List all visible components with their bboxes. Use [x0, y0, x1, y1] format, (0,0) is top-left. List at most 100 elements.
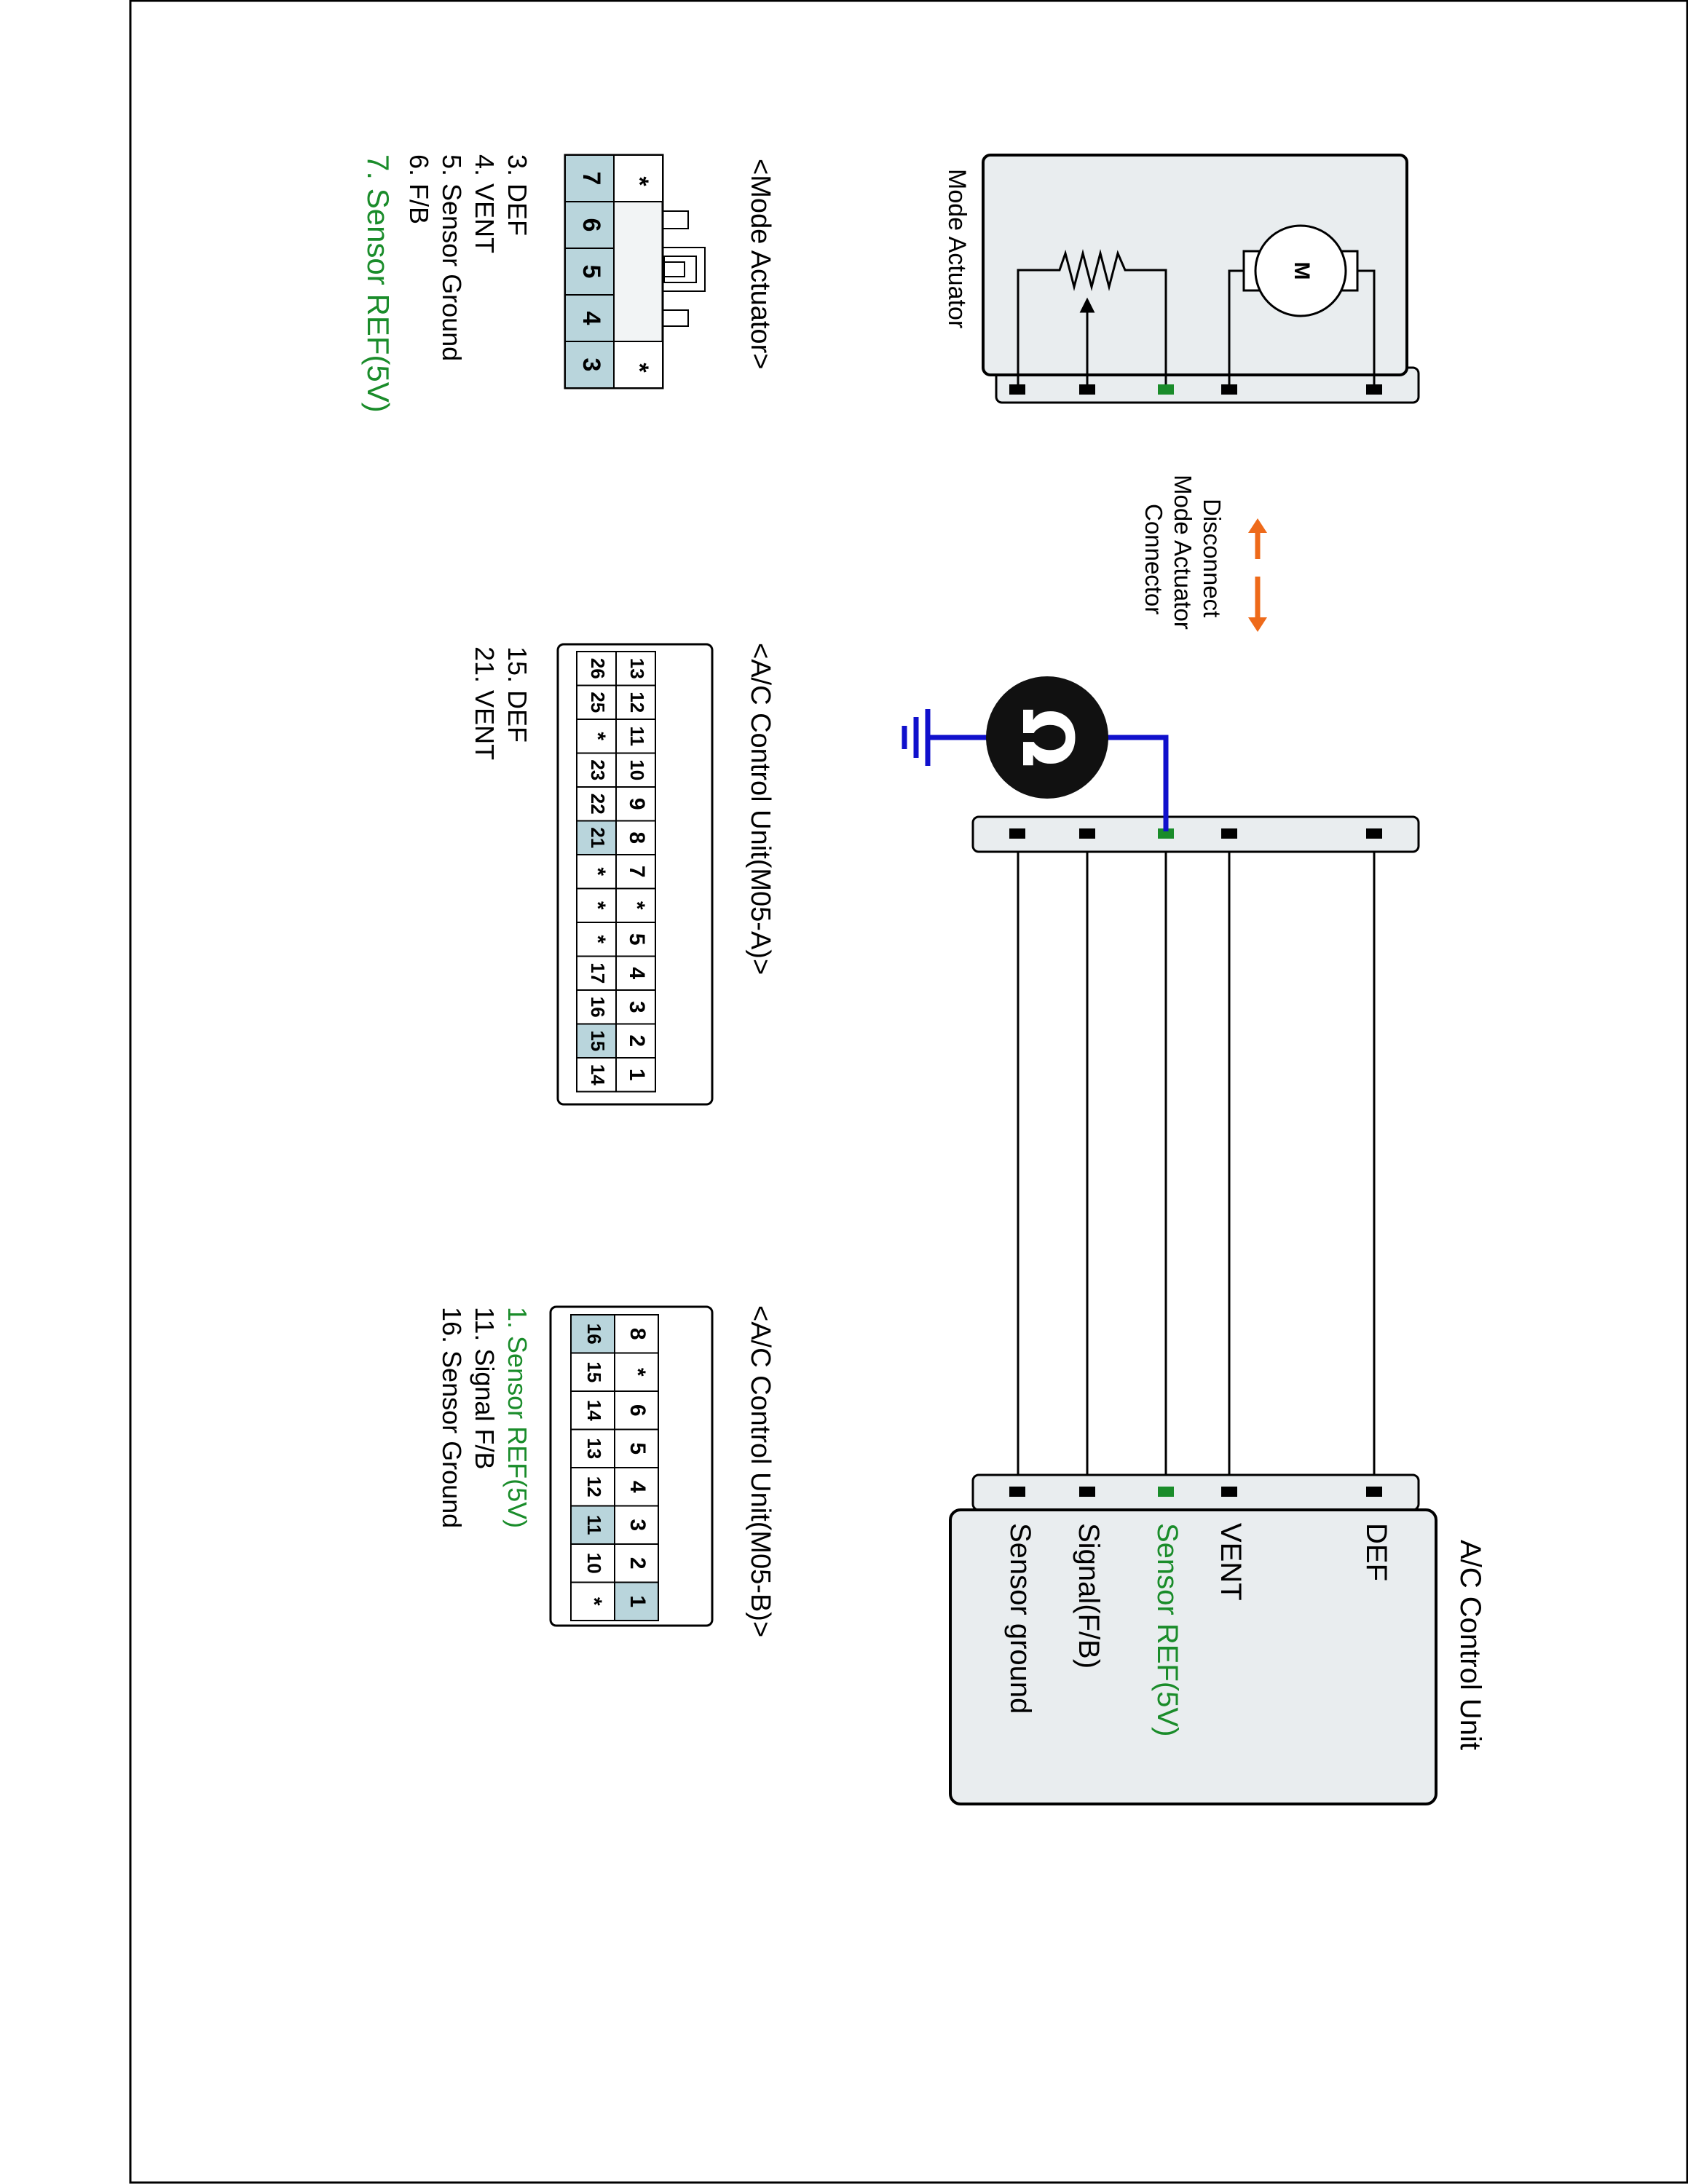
m05b-cell	[614, 1543, 659, 1583]
m05b-pin-label: 5	[626, 1442, 650, 1455]
m05b-legend-2: 11. Signal F/B	[470, 1307, 500, 1469]
mode-actuator-pin-7: 7	[577, 172, 605, 186]
mode-actuator-pin-cells	[564, 154, 663, 389]
ohm-meter-symbol: Ω	[1006, 708, 1088, 767]
motor-icon: M	[1228, 224, 1376, 384]
m05b-pin-label: 2	[626, 1557, 650, 1570]
m05a-cell	[576, 719, 617, 754]
ac-control-unit: A/C Control Unit DEF VENT Sensor REF(5V)…	[949, 1473, 1486, 1805]
m05a-pin-label: 2	[625, 1034, 649, 1047]
harness-wires	[1017, 834, 1376, 1492]
mode-actuator-legend-1: 3. DEF	[502, 154, 532, 236]
m05a-pin-label: 23	[587, 759, 609, 780]
m05a-pin-label: 4	[625, 967, 649, 979]
m05a-cell	[615, 854, 656, 890]
mode-actuator-pins	[1009, 384, 1382, 395]
m05a-pin-label: *	[625, 901, 649, 910]
disconnect-note-line-2: Mode Actuator	[1170, 475, 1196, 630]
m05b-pin-label: *	[582, 1597, 606, 1606]
mode-actuator-star-top: *	[626, 176, 653, 186]
m05b-cell	[614, 1581, 659, 1621]
m05a-legend-1: 15. DEF	[502, 646, 532, 743]
ground-icon	[902, 709, 931, 766]
m05a-connector-view: <A/C Control Unit(M05-A)> 13121110987*54…	[556, 643, 776, 1106]
m05a-pin-label: 16	[587, 997, 609, 1018]
m05b-cell	[570, 1352, 615, 1392]
m05a-pin-label: 13	[626, 658, 648, 679]
mode-actuator-body	[982, 154, 1408, 376]
m05a-pin-label: 10	[626, 759, 648, 780]
m05b-pin-label: 14	[583, 1400, 605, 1421]
m05a-pin-label: *	[585, 935, 610, 943]
m05a-cell	[615, 955, 656, 991]
m05a-pin-label: 22	[587, 794, 609, 815]
m05a-title: <A/C Control Unit(M05-A)>	[745, 643, 776, 975]
m05b-pin-label: 15	[583, 1361, 605, 1382]
mode-actuator-pin-6: 6	[577, 218, 605, 232]
m05b-cell	[614, 1505, 659, 1545]
m05b-pin-label: 16	[583, 1324, 605, 1345]
m05a-cell	[576, 651, 617, 687]
m05b-pin-label: *	[626, 1368, 650, 1377]
m05b-legend-3: 16. Sensor Ground	[437, 1307, 467, 1528]
acu-body	[949, 1508, 1437, 1805]
disconnect-note-line-1: Disconnect	[1199, 499, 1226, 617]
page-frame	[129, 0, 1688, 2184]
mode-actuator-connector-latch	[663, 210, 706, 327]
m05b-connector-view: <A/C Control Unit(M05-B)> 8*654321161514…	[549, 1305, 776, 1637]
mode-actuator-pin-5: 5	[577, 265, 605, 279]
m05b-pin-label: 3	[626, 1519, 650, 1531]
m05b-pin-label: 12	[583, 1476, 605, 1497]
m05a-cell	[615, 1057, 656, 1093]
acu-signal-fb: Signal(F/B)	[1073, 1523, 1105, 1669]
m05b-cell	[570, 1543, 615, 1583]
mode-actuator-connector-view: <Mode Actuator> 7 6 5 4 3 * *	[361, 154, 776, 413]
acu-signal-sensor-ref: Sensor REF(5V)	[1151, 1523, 1183, 1736]
m05a-cell	[576, 752, 617, 788]
m05b-pin-label: 11	[583, 1515, 605, 1535]
acu-title: A/C Control Unit	[1454, 1540, 1486, 1750]
mode-actuator-legend-2: 4. VENT	[470, 154, 500, 253]
m05b-cell	[570, 1390, 615, 1431]
disconnect-note: Disconnect Mode Actuator Connector	[1140, 475, 1226, 630]
m05a-pin-label: *	[585, 732, 610, 740]
mode-actuator-connector-title: <Mode Actuator>	[745, 159, 776, 369]
acu-signal-sensor-ground: Sensor ground	[1004, 1523, 1036, 1714]
m05a-pin-label: 12	[626, 692, 648, 713]
motor-label: M	[1290, 262, 1314, 280]
m05b-cell	[614, 1314, 659, 1354]
m05a-pin-label: 3	[625, 1001, 649, 1013]
m05b-pin-label: 13	[583, 1438, 605, 1459]
mode-actuator-legend-4: 6. F/B	[404, 154, 434, 224]
disconnect-arrow-icon	[1248, 518, 1267, 632]
m05b-pin-label: 8	[626, 1328, 650, 1340]
m05a-pin-label: 9	[625, 798, 649, 810]
m05a-legend-2: 21. VENT	[470, 646, 500, 760]
mode-actuator-legend-5: 7. Sensor REF(5V)	[361, 154, 395, 413]
m05a-pin-label: 25	[587, 692, 609, 713]
disconnect-note-line-3: Connector	[1140, 504, 1167, 614]
ohm-meter-icon	[986, 676, 1108, 799]
mode-actuator-title: Mode Actuator	[943, 169, 971, 328]
m05a-cell	[615, 684, 656, 720]
m05a-cell	[576, 684, 617, 720]
m05a-pin-label: *	[585, 867, 610, 876]
acu-signal-def: DEF	[1360, 1523, 1392, 1581]
mode-actuator: M Mode Actuator	[943, 154, 1420, 404]
mode-actuator-pin-3: 3	[577, 358, 605, 372]
m05b-pin-label: 1	[626, 1595, 650, 1607]
m05a-pin-label: 14	[587, 1064, 609, 1085]
m05a-pin-label: 17	[587, 962, 609, 984]
m05b-cell	[570, 1505, 615, 1545]
m05a-pin-label: 15	[587, 1030, 609, 1051]
m05a-pin-label: 1	[625, 1069, 649, 1081]
m05a-pin-label: *	[585, 901, 610, 910]
mode-actuator-pin-4: 4	[577, 312, 605, 325]
acu-connector-strip	[971, 1473, 1420, 1511]
m05b-cell	[570, 1581, 615, 1621]
harness-connector	[971, 815, 1420, 853]
m05a-pin-label: 21	[587, 827, 609, 848]
